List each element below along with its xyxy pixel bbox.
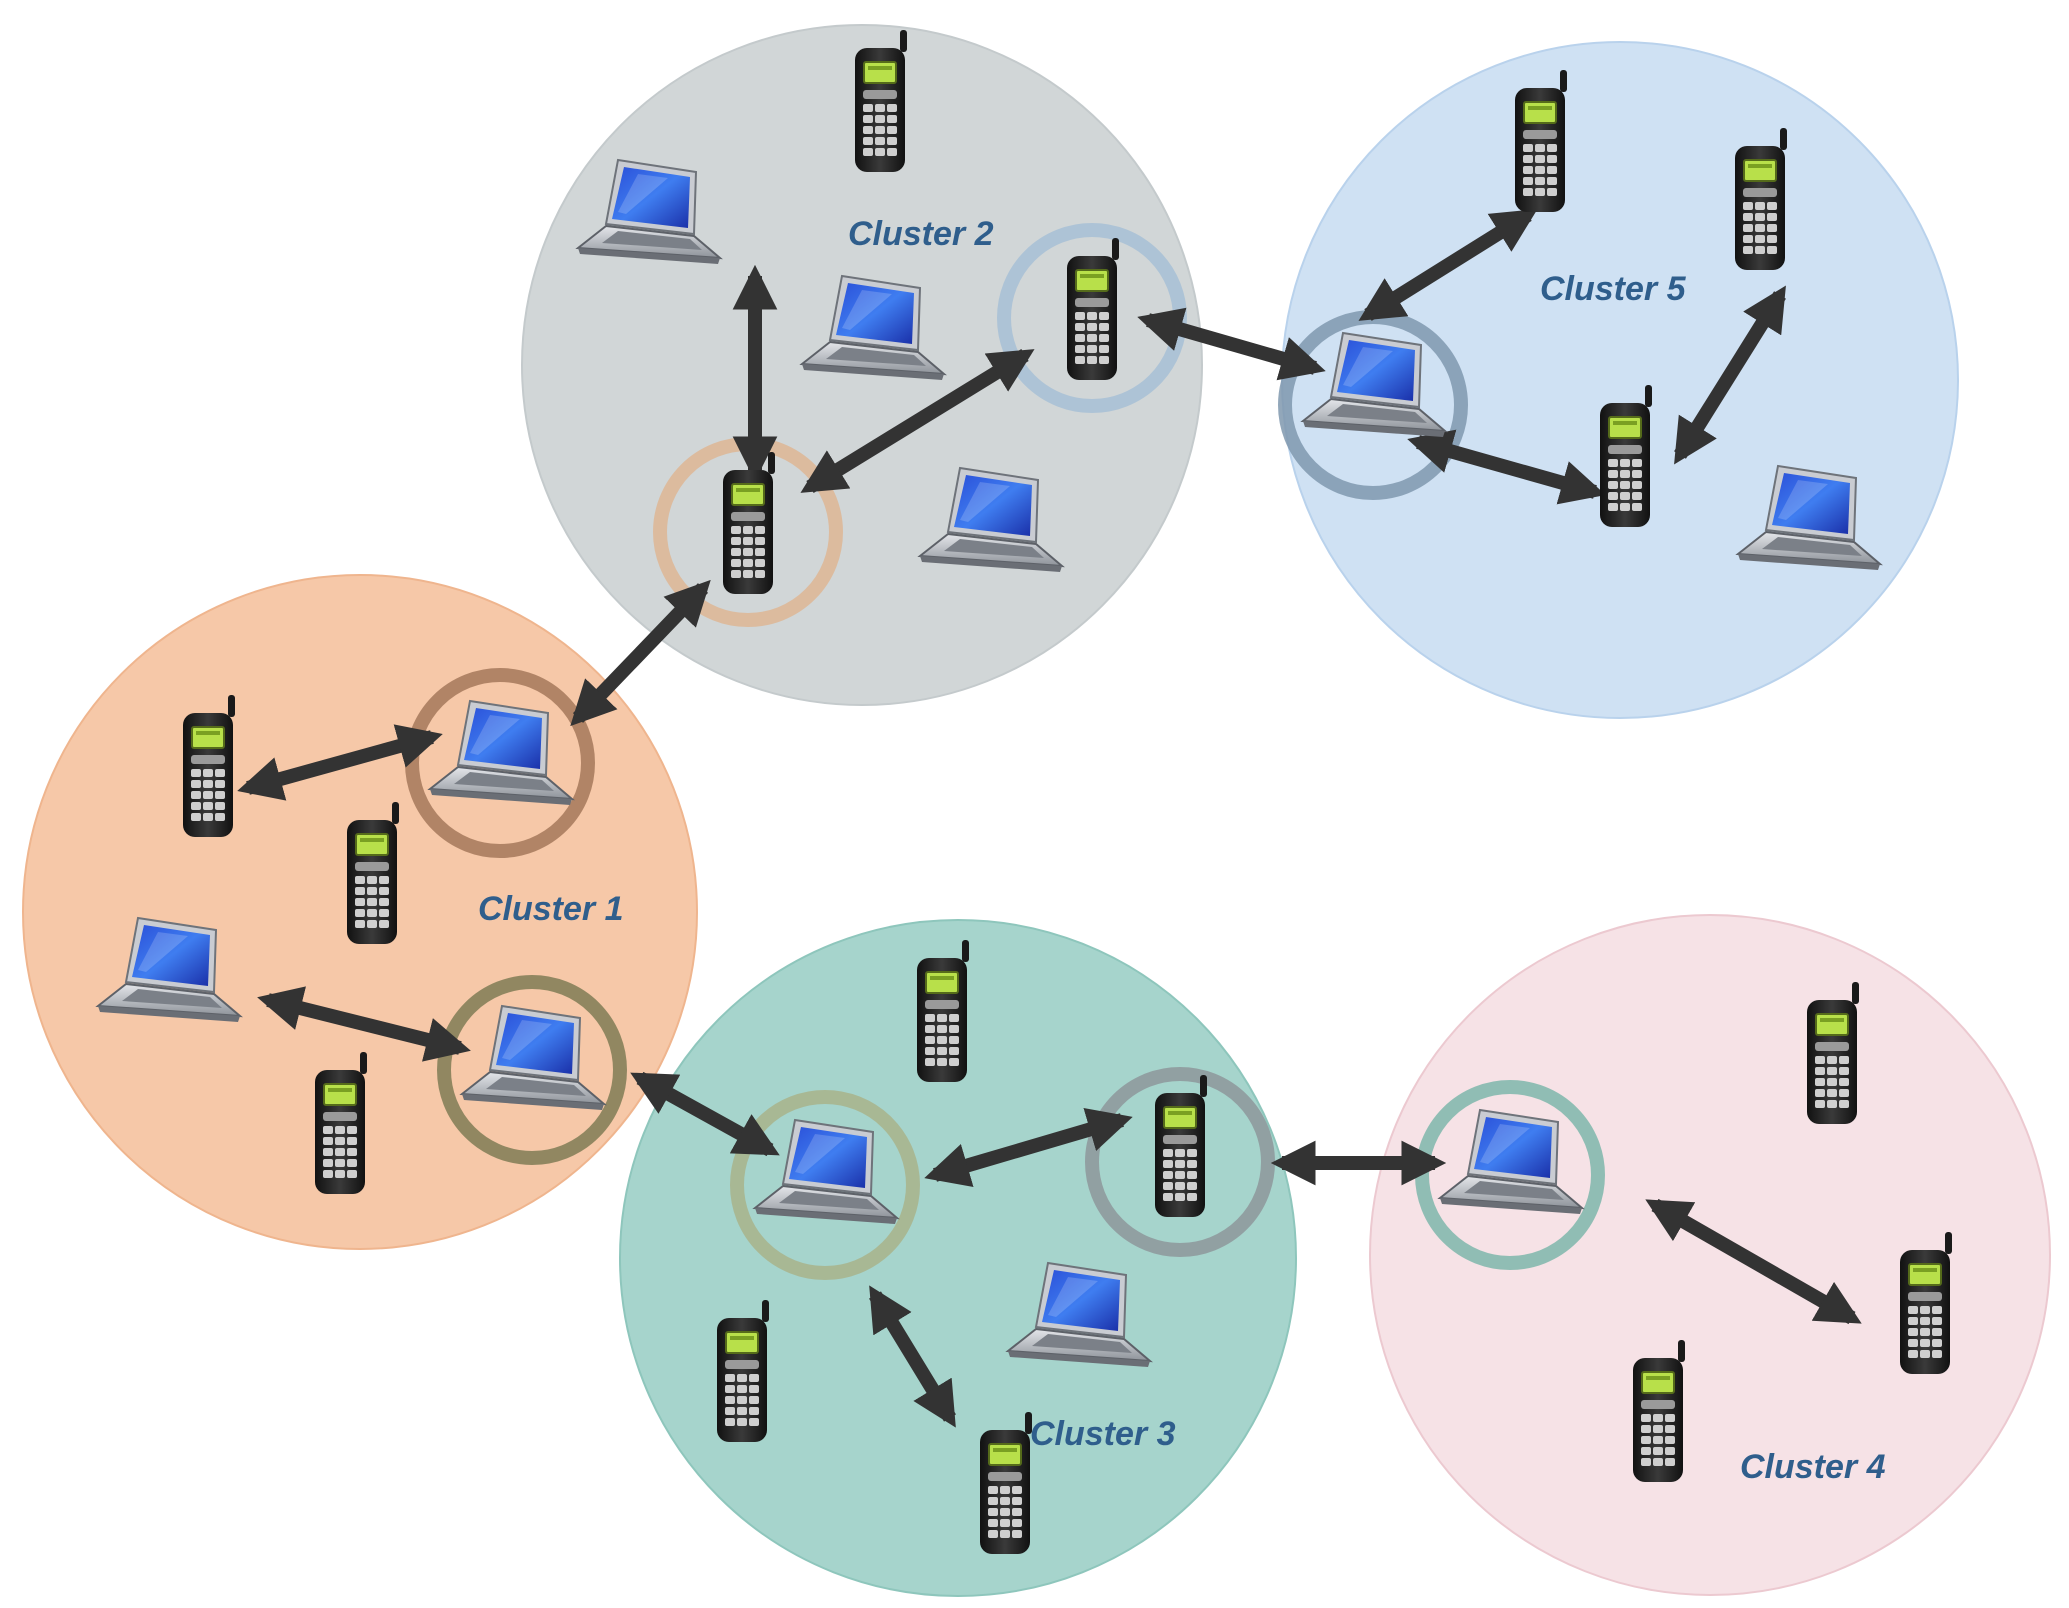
mobile-phone-icon <box>1807 982 1859 1124</box>
link-arrow <box>570 579 711 727</box>
laptop-icon <box>917 466 1065 572</box>
cluster-head-ring <box>437 975 627 1165</box>
laptop-icon <box>427 699 575 805</box>
mobile-phone-icon <box>1600 385 1652 527</box>
mobile-phone-icon <box>917 940 969 1082</box>
cluster-5-label: Cluster 5 <box>1540 270 1687 308</box>
link-arrow <box>1674 285 1786 465</box>
mobile-phone-icon <box>1515 70 1567 212</box>
link-arrow <box>237 724 443 801</box>
laptop-icon <box>95 916 243 1022</box>
link-arrow <box>924 1107 1133 1188</box>
laptop-icon <box>752 1118 900 1224</box>
link-arrow <box>257 986 471 1062</box>
cluster-4-label: Cluster 4 <box>1740 1448 1886 1486</box>
laptop-icon <box>459 1004 607 1110</box>
link-arrow <box>1137 307 1326 381</box>
mobile-phone-icon <box>1900 1232 1952 1374</box>
cluster-head-ring <box>730 1090 920 1280</box>
mobile-phone-icon <box>347 802 399 944</box>
link-arrow <box>630 1071 780 1157</box>
laptop-icon <box>575 158 723 264</box>
laptop-icon <box>1735 464 1883 570</box>
laptop-icon <box>1300 331 1448 437</box>
cluster-2-label: Cluster 2 <box>848 215 994 253</box>
mobile-phone-icon <box>1633 1340 1685 1482</box>
mobile-phone-icon <box>855 30 907 172</box>
mobile-phone-icon <box>315 1052 367 1194</box>
mobile-phone-icon <box>183 695 235 837</box>
mobile-phone-icon <box>1735 128 1787 270</box>
mobile-phone-icon <box>717 1300 769 1442</box>
link-arrow <box>869 1285 956 1428</box>
mobile-phone-icon <box>1155 1075 1207 1217</box>
mobile-phone-icon <box>723 452 775 594</box>
cluster-1-label: Cluster 1 <box>478 890 624 928</box>
mobile-phone-icon <box>1067 238 1119 380</box>
laptop-icon <box>1005 1261 1153 1367</box>
link-arrow <box>800 349 1035 493</box>
laptop-icon <box>1437 1108 1585 1214</box>
link-arrow <box>1407 429 1606 505</box>
mobile-phone-icon <box>980 1412 1032 1554</box>
laptop-icon <box>799 274 947 380</box>
link-arrow <box>1645 1198 1862 1325</box>
link-arrow <box>1358 209 1538 321</box>
cluster-3-label: Cluster 3 <box>1030 1415 1176 1453</box>
